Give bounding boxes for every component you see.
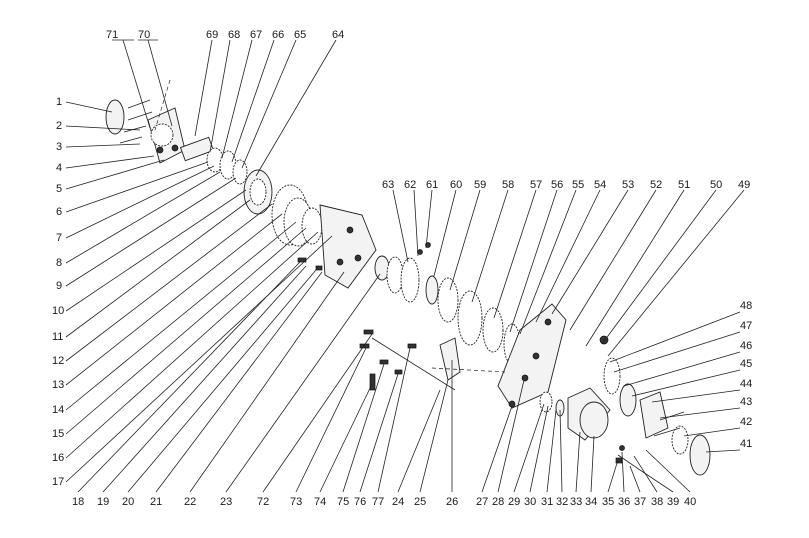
callout-1: 1 (56, 96, 62, 108)
callout-68: 68 (228, 29, 240, 41)
callout-10: 10 (52, 305, 64, 317)
callout-74: 74 (314, 496, 326, 508)
callout-5: 5 (56, 183, 62, 195)
callout-71: 71 (106, 29, 118, 41)
callout-55: 55 (572, 179, 584, 191)
callout-26: 26 (446, 496, 458, 508)
callout-45: 45 (740, 358, 752, 370)
gear-63 (400, 257, 420, 303)
assembly-drawing (105, 79, 711, 476)
callout-30: 30 (524, 496, 536, 508)
callout-64: 64 (332, 29, 344, 41)
callout-36: 36 (618, 496, 630, 508)
callout-61: 61 (426, 179, 438, 191)
callout-12: 12 (52, 355, 64, 367)
callout-52: 52 (650, 179, 662, 191)
callout-29: 29 (508, 496, 520, 508)
callout-19: 19 (97, 496, 109, 508)
callout-56: 56 (551, 179, 563, 191)
callout-49: 49 (738, 179, 750, 191)
left-labels: 1 2 3 4 5 6 7 8 9 10 11 12 13 14 15 16 1… (52, 96, 64, 488)
callout-67: 67 (250, 29, 262, 41)
callout-76: 76 (354, 496, 366, 508)
callout-33: 33 (570, 496, 582, 508)
callout-39: 39 (667, 496, 679, 508)
callout-50: 50 (710, 179, 722, 191)
callout-60: 60 (450, 179, 462, 191)
top-right-labels: 63 62 61 60 59 58 57 56 55 54 53 52 51 5… (382, 179, 750, 191)
callout-22: 22 (184, 496, 196, 508)
callout-25: 25 (414, 496, 426, 508)
callout-3: 3 (56, 141, 62, 153)
callout-11: 11 (52, 331, 63, 343)
leader-lines (65, 39, 745, 493)
callout-4: 4 (56, 162, 62, 174)
callout-8: 8 (56, 257, 62, 269)
callout-23: 23 (220, 496, 232, 508)
callout-32: 32 (556, 496, 568, 508)
callout-44: 44 (740, 378, 752, 390)
callout-2: 2 (56, 120, 62, 132)
callout-57: 57 (530, 179, 542, 191)
callout-77: 77 (372, 496, 384, 508)
callout-35: 35 (602, 496, 614, 508)
callout-21: 21 (150, 496, 162, 508)
callout-59: 59 (474, 179, 486, 191)
callout-48: 48 (740, 300, 752, 312)
callout-72: 72 (257, 496, 269, 508)
callout-18: 18 (72, 496, 84, 508)
end-flange (689, 434, 711, 476)
callout-38: 38 (651, 496, 663, 508)
callout-40: 40 (684, 496, 696, 508)
callout-37: 37 (634, 496, 646, 508)
callout-15: 15 (52, 428, 64, 440)
main-housing (319, 204, 377, 289)
callout-27: 27 (476, 496, 488, 508)
callout-31: 31 (541, 496, 553, 508)
callout-54: 54 (594, 179, 606, 191)
callout-13: 13 (52, 379, 64, 391)
callout-14: 14 (52, 404, 64, 416)
callout-46: 46 (740, 340, 752, 352)
flange-ring (105, 99, 125, 135)
callout-16: 16 (52, 452, 64, 464)
callout-34: 34 (585, 496, 597, 508)
callout-66: 66 (272, 29, 284, 41)
right-labels: 48 47 46 45 44 43 42 41 (740, 300, 752, 450)
callout-62: 62 (404, 179, 416, 191)
callout-42: 42 (740, 416, 752, 428)
callout-65: 65 (294, 29, 306, 41)
callout-69: 69 (206, 29, 218, 41)
callout-43: 43 (740, 396, 752, 408)
rear-housing (497, 303, 567, 409)
callout-75: 75 (337, 496, 349, 508)
callout-9: 9 (56, 280, 62, 292)
callout-58: 58 (502, 179, 514, 191)
callout-7: 7 (56, 232, 62, 244)
callout-17: 17 (52, 476, 64, 488)
callout-63: 63 (382, 179, 394, 191)
top-left-labels: 71 70 69 68 67 66 65 64 (106, 29, 344, 41)
callout-47: 47 (740, 320, 752, 332)
callout-51: 51 (678, 179, 690, 191)
callout-20: 20 (122, 496, 134, 508)
callout-53: 53 (622, 179, 634, 191)
callout-70: 70 (138, 29, 150, 41)
callout-41: 41 (740, 438, 752, 450)
callout-24: 24 (392, 496, 404, 508)
callout-28: 28 (492, 496, 504, 508)
callout-6: 6 (56, 206, 62, 218)
callout-73: 73 (290, 496, 302, 508)
bottom-labels: 18 19 20 21 22 23 72 73 74 75 76 77 24 2… (72, 496, 696, 508)
